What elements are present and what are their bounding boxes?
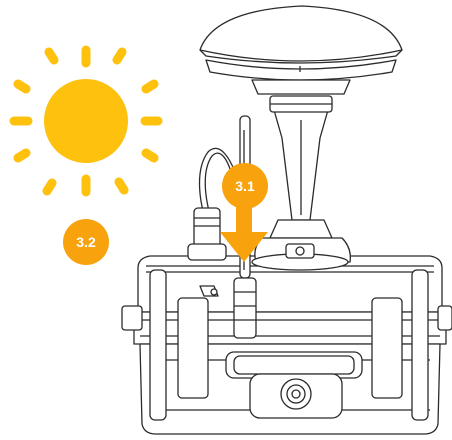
step-marker-3-2: 3.2 (63, 219, 109, 265)
step-marker-3-1: 3.1 (222, 163, 268, 209)
carry-case (122, 256, 452, 434)
cable-connector (188, 208, 226, 260)
sun-disc (44, 79, 128, 163)
sun-icon (14, 50, 158, 192)
gnss-dome (200, 6, 402, 94)
step-marker-3-1-label: 3.1 (235, 178, 254, 194)
gnss-device-drawing (122, 6, 452, 434)
step-marker-3-2-label: 3.2 (76, 234, 95, 250)
